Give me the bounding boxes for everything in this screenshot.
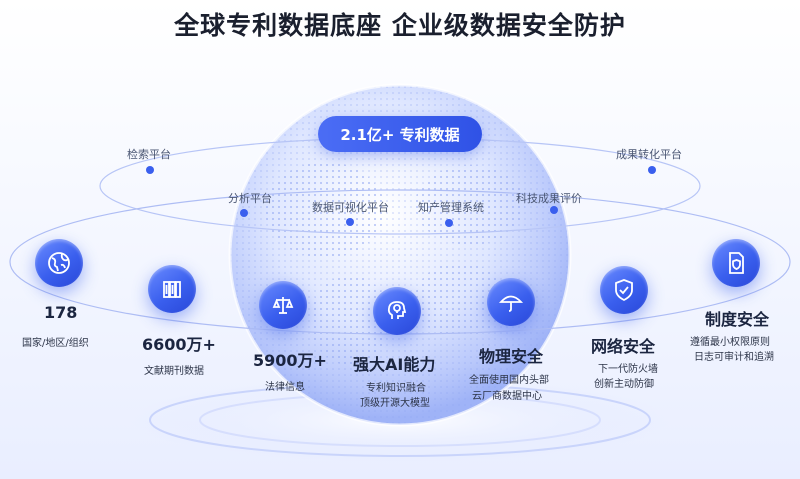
orbit-label-analysis: 分析平台	[228, 192, 272, 205]
feature-value-network: 网络安全	[591, 337, 656, 356]
umbrella-icon	[487, 278, 535, 326]
feature-value-ai: 强大AI能力	[353, 355, 436, 374]
scales-icon	[259, 281, 307, 329]
feature-desc-legal: 法律信息	[265, 382, 305, 393]
orbit-label-visualization: 数据可视化平台	[312, 201, 389, 214]
orbit-label-evaluation: 科技成果评价	[516, 192, 582, 205]
feature-desc-policy-line1: 遵循最小权限原则	[690, 337, 770, 348]
feature-desc-ai-line2: 顶级开源大模型	[360, 398, 430, 409]
orbit-label-ip-management: 知产管理系统	[418, 201, 484, 214]
feature-desc-physical-line2: 云厂商数据中心	[472, 391, 542, 402]
feature-desc-network-line1: 下一代防火墙	[598, 364, 658, 375]
feature-desc-ai-line1: 专利知识融合	[366, 383, 426, 394]
feature-value-literature: 6600万+	[142, 335, 216, 354]
feature-value-policy: 制度安全	[705, 310, 770, 329]
shield-document-icon	[712, 239, 760, 287]
feature-desc-policy-line2: 日志可审计和追溯	[694, 352, 774, 363]
orbit-label-transformation: 成果转化平台	[616, 148, 682, 161]
shield-check-icon	[600, 266, 648, 314]
feature-desc-literature: 文献期刊数据	[144, 366, 204, 377]
globe-icon	[35, 239, 83, 287]
books-icon	[148, 265, 196, 313]
page-title: 全球专利数据底座 企业级数据安全防护	[174, 11, 626, 40]
feature-desc-network-line2: 创新主动防御	[594, 379, 654, 390]
feature-value-legal: 5900万+	[253, 351, 327, 370]
patent-count-badge: 2.1亿+ 专利数据	[318, 116, 482, 152]
feature-value-physical: 物理安全	[479, 347, 544, 366]
feature-desc-physical-line1: 全面使用国内头部	[469, 375, 549, 386]
feature-value-countries: 178	[44, 303, 78, 322]
feature-desc-countries: 国家/地区/组织	[22, 338, 89, 349]
ai-brain-icon	[373, 287, 421, 335]
orbit-label-retrieval: 检索平台	[127, 148, 171, 161]
